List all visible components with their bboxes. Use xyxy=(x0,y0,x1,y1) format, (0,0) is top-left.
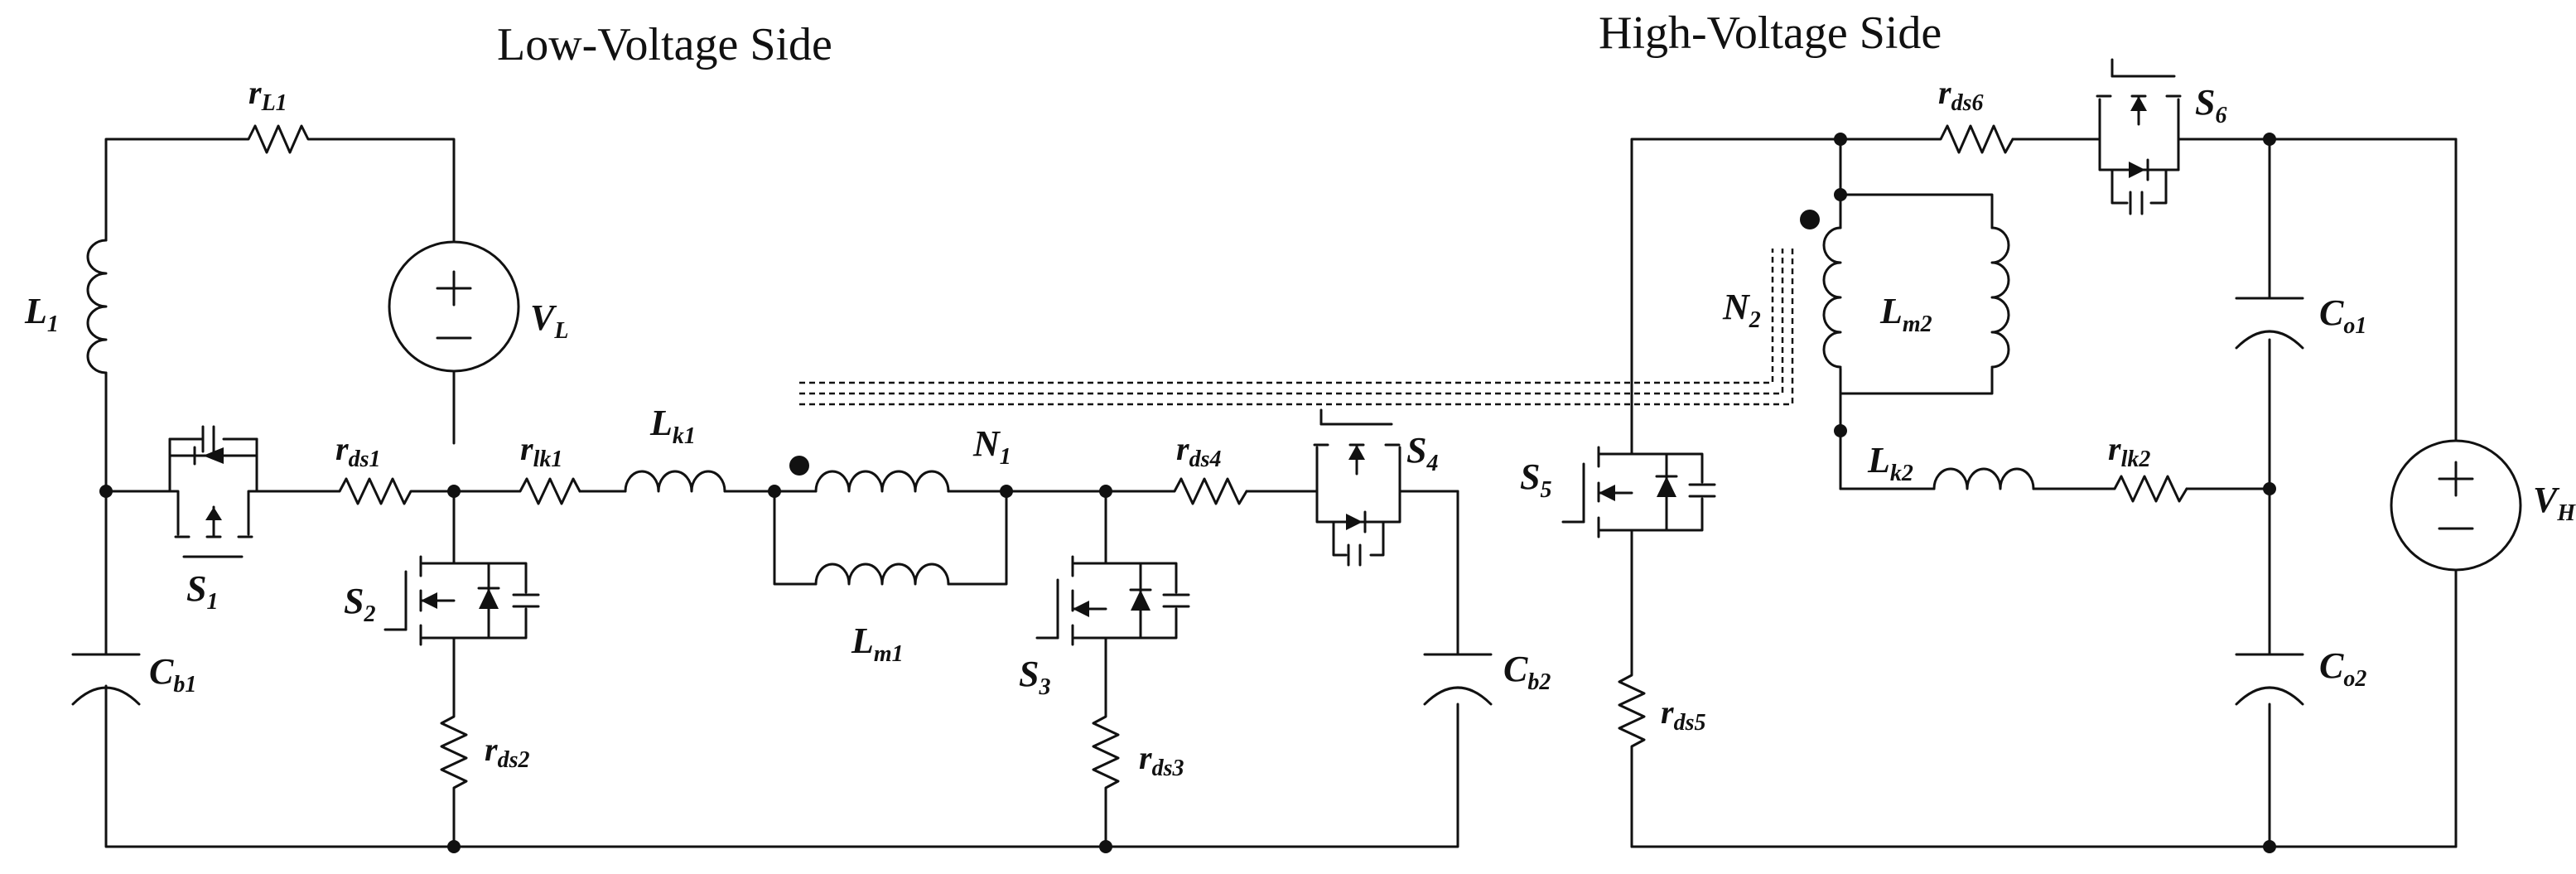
label-rlk2: rlk2 xyxy=(2108,430,2150,472)
resistor-rds2 xyxy=(440,707,468,801)
label-rlk1: rlk1 xyxy=(520,430,562,472)
inductor-Lm2 xyxy=(1990,226,2010,369)
inductor-Lk1 xyxy=(624,470,726,493)
label-Lk2: Lk2 xyxy=(1867,440,1913,486)
label-Co2: Co2 xyxy=(2319,645,2366,692)
resistor-rL1 xyxy=(239,124,316,154)
resistor-rds6 xyxy=(1932,124,2014,154)
label-L1: L1 xyxy=(24,291,59,337)
transformer-N1-Lm1 xyxy=(773,456,1008,586)
mosfet-S2 xyxy=(384,545,540,656)
label-rL1: rL1 xyxy=(248,74,287,116)
label-rds3: rds3 xyxy=(1139,739,1184,781)
hv-wires xyxy=(1630,138,2458,848)
voltage-source-VL xyxy=(388,240,520,373)
resistor-rds1 xyxy=(330,477,420,505)
magnetic-core-coupling xyxy=(799,249,1794,406)
label-Lm2: Lm2 xyxy=(1879,291,1932,337)
mosfet-S4 xyxy=(1307,408,1410,567)
label-S6: S6 xyxy=(2195,82,2226,128)
label-S3: S3 xyxy=(1019,654,1050,700)
label-rds6: rds6 xyxy=(1938,74,1983,116)
resistor-rlk1 xyxy=(512,477,581,505)
resistor-rlk2 xyxy=(2106,475,2188,503)
title-high-voltage-side: High-Voltage Side xyxy=(1599,7,1942,59)
label-Co1: Co1 xyxy=(2319,292,2366,339)
label-rds5: rds5 xyxy=(1661,693,1705,736)
mosfet-S5 xyxy=(1561,446,1716,540)
label-Cb2: Cb2 xyxy=(1503,649,1551,695)
resistor-rds5 xyxy=(1618,537,1646,756)
label-VH: VH xyxy=(2533,480,2576,526)
inductor-N2 xyxy=(1822,226,1842,369)
capacitor-Co2 xyxy=(2235,653,2304,706)
label-rds2: rds2 xyxy=(485,731,529,773)
polarity-dot-N2 xyxy=(1800,210,1820,229)
label-Lk1: Lk1 xyxy=(649,403,696,449)
capacitor-Cb2 xyxy=(1423,645,1493,706)
label-S5: S5 xyxy=(1520,456,1551,503)
resistor-rds4 xyxy=(1166,477,1248,505)
lv-junction-dots xyxy=(99,485,1112,853)
label-S2: S2 xyxy=(344,581,375,627)
hv-junction-dots xyxy=(1834,133,2276,853)
label-Cb1: Cb1 xyxy=(149,651,196,698)
label-S4: S4 xyxy=(1406,430,1438,476)
label-S1: S1 xyxy=(186,568,218,615)
mosfet-S3 xyxy=(1035,545,1190,656)
resistor-rds3 xyxy=(1092,707,1120,801)
capacitor-Cb1 xyxy=(71,491,141,706)
voltage-source-VH xyxy=(2390,439,2522,572)
label-rds4: rds4 xyxy=(1176,430,1221,472)
mosfet-S6 xyxy=(2090,58,2188,215)
inductor-L1 xyxy=(86,239,108,374)
mosfet-S1 xyxy=(168,425,258,558)
title-low-voltage-side: Low-Voltage Side xyxy=(497,19,832,70)
capacitor-Co1 xyxy=(2235,297,2304,350)
label-N1: N1 xyxy=(972,423,1011,470)
label-rds1: rds1 xyxy=(335,430,380,472)
label-Lm1: Lm1 xyxy=(851,620,904,667)
lv-wires xyxy=(104,138,1459,848)
label-VL: VL xyxy=(530,297,568,344)
inductor-Lk2 xyxy=(1932,467,2035,490)
label-N2: N2 xyxy=(1722,287,1761,333)
